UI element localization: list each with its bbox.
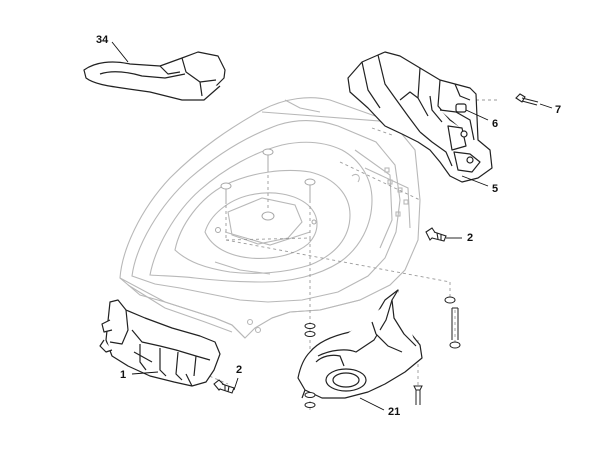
part-21-discharge-cover (297, 289, 423, 399)
callout-1: 1 (120, 369, 127, 381)
deck-bolts (215, 148, 317, 233)
part-2-screw-lower (213, 379, 235, 394)
part-5-rear-bracket (347, 51, 493, 183)
callout-21: 21 (388, 406, 401, 418)
callout-7: 7 (555, 104, 562, 116)
part-7-screw (515, 93, 539, 106)
part-34-baffle (83, 51, 226, 101)
callout-leader-lines (111, 41, 553, 411)
callout-2-upper: 2 (467, 232, 474, 244)
callout-2-lower: 2 (236, 364, 243, 376)
callout-34: 34 (96, 34, 109, 46)
callout-6: 6 (492, 118, 499, 130)
callout-5: 5 (492, 183, 499, 195)
part-2-screw-upper (425, 227, 447, 242)
mower-deck-housing (119, 97, 421, 339)
part-1-front-bracket (99, 299, 221, 387)
washers-and-pins (304, 296, 461, 408)
